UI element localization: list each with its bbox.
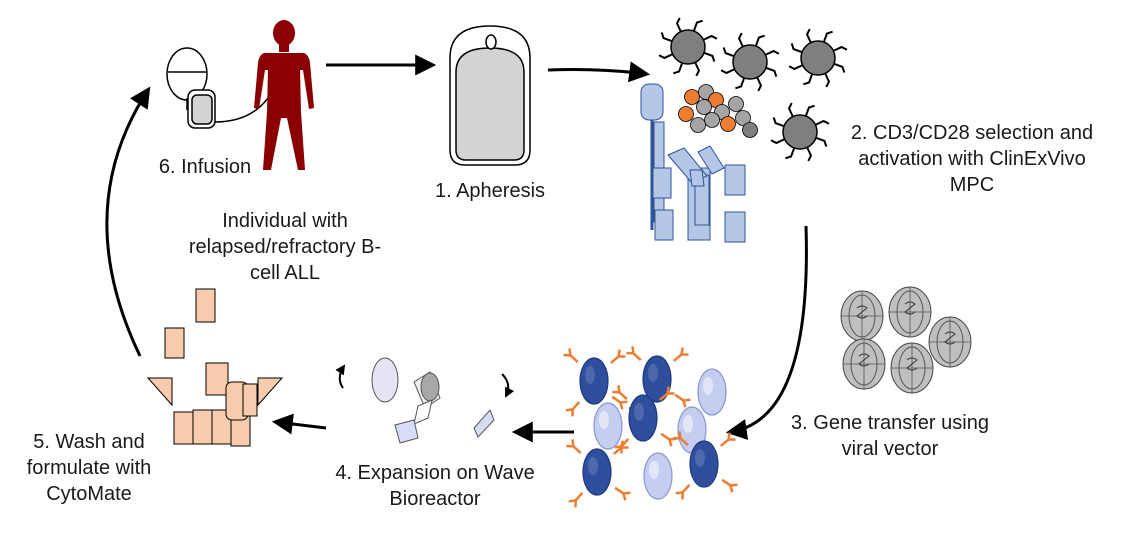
arrow-expansion-to-wash (276, 422, 326, 428)
arrow-wash-to-infusion (107, 90, 148, 356)
t-cell-icon (721, 33, 779, 91)
t-cell-group (659, 18, 847, 161)
step-label-apheresis: 1. Apheresis (420, 178, 560, 204)
arrow-selection-to-gene-transfer (730, 226, 806, 432)
viral-vector-icon (841, 287, 971, 393)
t-cell-icon (659, 18, 717, 76)
t-cell-icon (771, 103, 829, 161)
step-label-selection: 2. CD3/CD28 selection and activation wit… (832, 120, 1112, 198)
magnetic-bead-icon (721, 117, 736, 132)
t-cell-light-icon (698, 369, 726, 415)
virus-particle-icon (841, 291, 883, 341)
magnetic-bead-icon (729, 97, 744, 112)
step-label-wash: 5. Wash and formulate with CytoMate (4, 429, 174, 507)
virus-particle-icon (843, 339, 885, 389)
blood-bag-icon (450, 26, 530, 165)
t-cell-light-icon (594, 403, 622, 449)
car-t-cell-icon (563, 348, 627, 416)
wave-bioreactor-icon (340, 358, 509, 443)
cytomate-device-icon (148, 289, 282, 446)
magnetic-bead-icon (679, 107, 694, 122)
magnetic-bead-icon (743, 123, 758, 138)
iv-bag-icon (167, 48, 268, 128)
step-label-gene-transfer: 3. Gene transfer using viral vector (770, 410, 1010, 462)
magnetic-bead-icon (705, 113, 720, 128)
step-label-infusion: 6. Infusion (140, 154, 270, 180)
virus-particle-icon (889, 287, 931, 337)
step-label-expansion: 4. Expansion on Wave Bioreactor (315, 460, 555, 512)
car-t-cell-icon (566, 439, 630, 507)
human-body-icon (254, 20, 314, 170)
magnetic-bead-icon (691, 118, 706, 133)
magnetic-bead-icon (697, 100, 712, 115)
virus-particle-icon (891, 343, 933, 393)
patient-description: Individual with relapsed/refractory B- c… (160, 208, 410, 286)
bead-cluster (679, 85, 758, 138)
t-cell-icon (789, 29, 847, 87)
car-t-cell-icon (673, 431, 737, 499)
magnetic-bead-icon (685, 90, 700, 105)
t-cell-light-icon (644, 453, 672, 499)
transduced-cell-group (563, 346, 737, 507)
virus-particle-icon (929, 317, 971, 367)
arrow-apheresis-to-selection (548, 70, 646, 75)
